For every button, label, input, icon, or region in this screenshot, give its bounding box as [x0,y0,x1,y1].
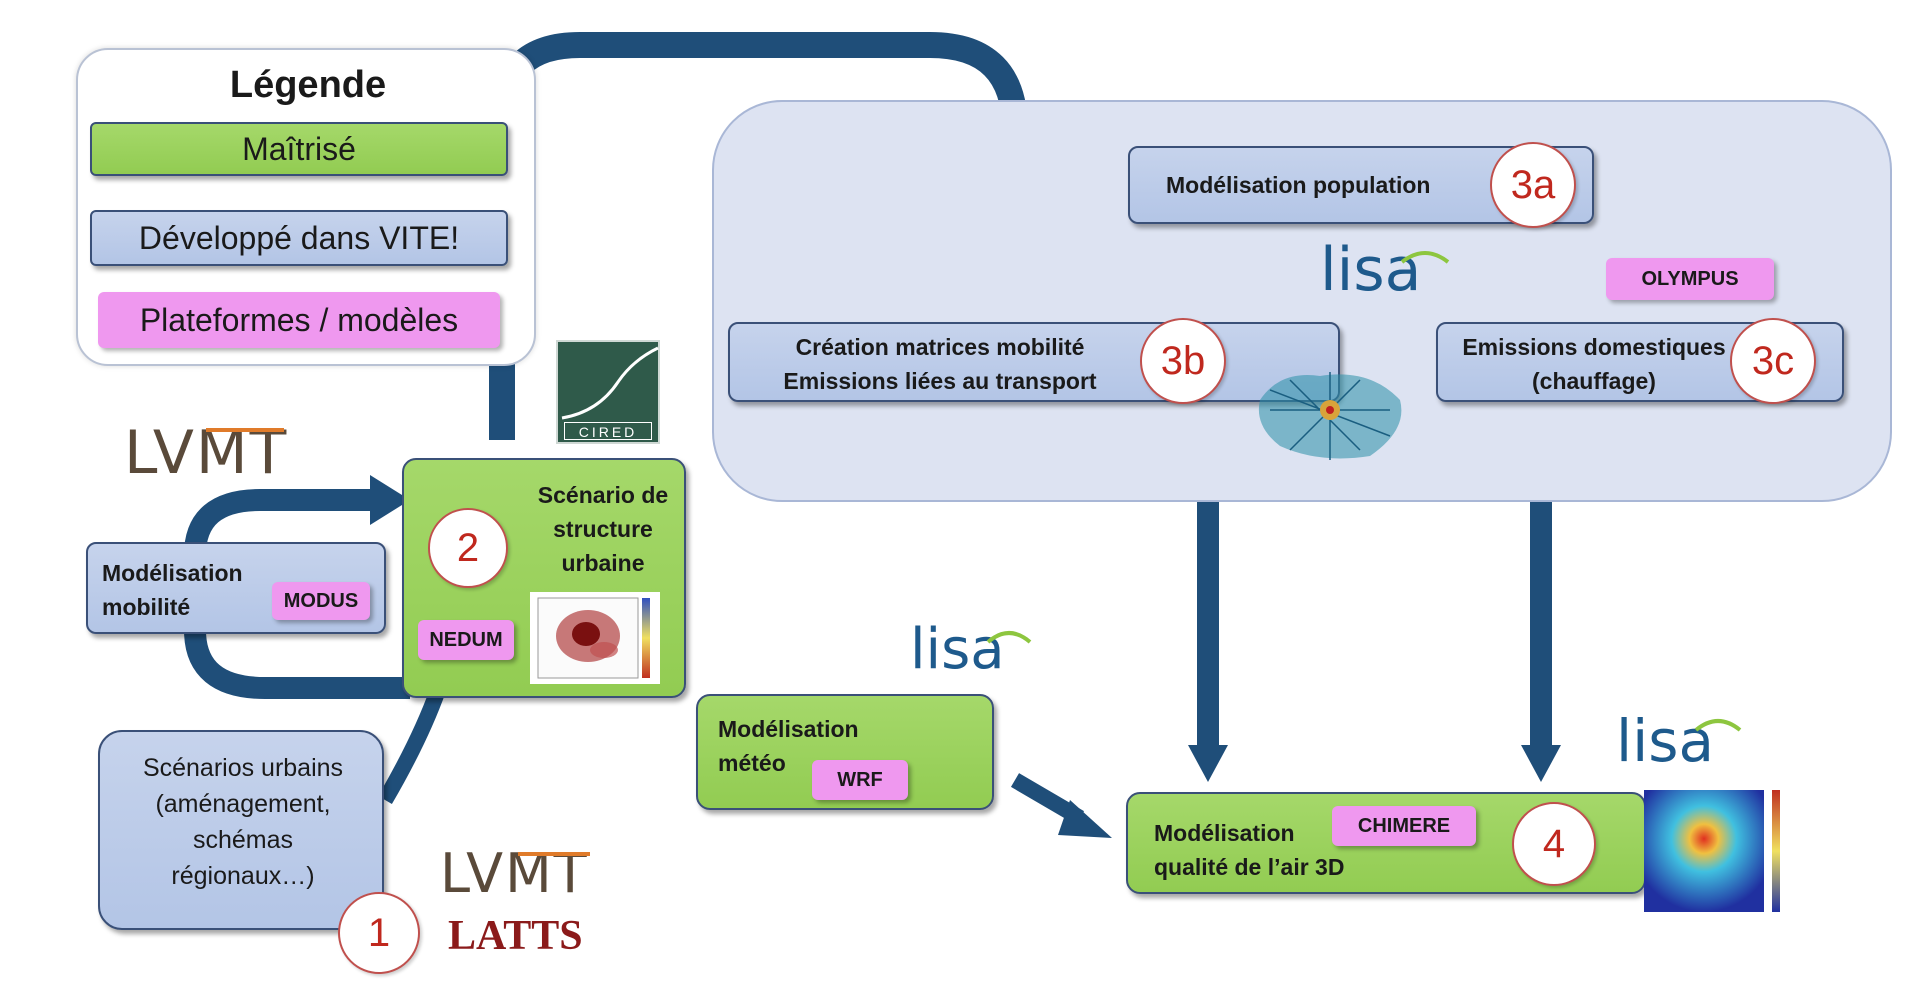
node-urban-scenario: Scénario de structure urbaine 2 NEDUM [402,458,686,698]
domestic-line2: (chauffage) [1532,368,1656,394]
node-mobility: Modélisation mobilité MODUS [86,542,386,634]
nedum-density-map-icon [537,597,650,679]
arrow-head-mobility-loop [370,475,410,525]
node-mobility-matrices: Création matrices mobilité Emissions lié… [728,322,1340,402]
meteo-line1: Modélisation [718,716,859,742]
tag-chimere: CHIMERE [1332,806,1476,846]
step-number-3b: 3b [1140,318,1226,404]
urban-scenarios-line4: régionaux…) [171,862,315,890]
lisa-logo-meteo: lisa [910,617,1005,682]
cired-curve-icon [561,346,659,420]
lisa-logo-panel-arc-icon [1400,251,1450,264]
arrow-mobility-loop-bottom [184,629,410,699]
legend-title: Légende [229,64,387,106]
tag-olympus: OLYMPUS [1606,258,1774,300]
domestic-line1: Emissions domestiques [1462,334,1726,360]
cired-label: CIRED [564,422,652,440]
mobility-matrices-line1: Création matrices mobilité [795,334,1085,360]
lisa-logo-air: lisa [1616,707,1714,775]
meteo-line2: météo [718,750,786,776]
lvmt-logo-bottom-accent [518,852,590,856]
legend-platforms: Plateformes / modèles [98,292,500,348]
arrow-head-meteo [1058,800,1112,838]
step-number-3c: 3c [1730,318,1816,404]
step-number-3a: 3a [1490,142,1576,228]
urban-scenario-line2: structure [553,516,653,542]
population-label: Modélisation population [1166,172,1431,198]
tag-nedum: NEDUM [418,620,514,660]
lisa-logo-air-arc-icon [1694,719,1742,732]
node-urban-scenarios: Scénarios urbains (aménagement, schémas … [98,730,384,930]
legend: Légende Maîtrisé Développé dans VITE! Pl… [76,48,536,366]
arrow-head-3b [1188,745,1228,782]
mobility-line2: mobilité [102,594,191,620]
legend-mastered: Maîtrisé [90,122,508,176]
lisa-logo-meteo-arc-icon [986,631,1032,644]
urban-scenarios-line3: schémas [192,826,294,854]
step-number-2: 2 [428,508,508,588]
urban-scenarios-line2: (aménagement, [155,790,331,818]
transport-network-map-icon [1258,372,1402,460]
mobility-line1: Modélisation [102,560,243,586]
urban-scenarios-line1: Scénarios urbains [142,754,344,782]
arrow-head-3c [1521,745,1561,782]
urban-scenario-line1: Scénario de [537,482,669,508]
step-number-4: 4 [1512,802,1596,886]
step-number-1: 1 [338,892,420,974]
air-quality-heatmap-icon [1644,790,1780,912]
air-quality-line1: Modélisation [1154,820,1295,846]
tag-modus: MODUS [272,582,370,620]
nedum-map-image [530,592,660,684]
air-quality-line2: qualité de l’air 3D [1154,854,1345,880]
lvmt-logo-top-accent [206,428,284,432]
cired-logo: CIRED [556,340,660,444]
connector-urban-scenarios [378,687,446,805]
tag-wrf: WRF [812,760,908,800]
urban-scenario-line3: urbaine [561,550,645,576]
mobility-matrices-line2: Emissions liées au transport [783,368,1097,394]
legend-developed: Développé dans VITE! [90,210,508,266]
latts-logo: LATTS [448,913,583,959]
node-meteo: Modélisation météo WRF [696,694,994,810]
lisa-logo-panel: lisa [1320,235,1422,305]
